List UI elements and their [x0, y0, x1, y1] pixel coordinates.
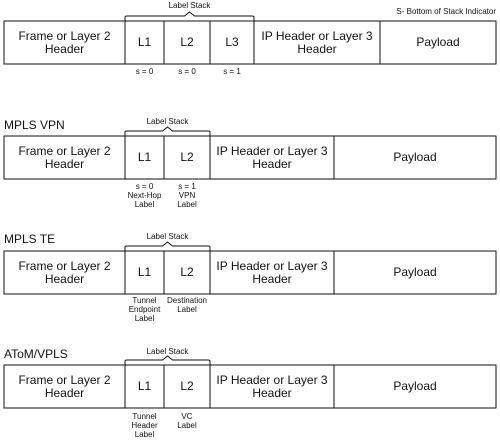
bottom-of-stack-indicator: S- Bottom of Stack Indicator [396, 7, 496, 16]
label-stack-brace-2 [124, 126, 211, 136]
row-box-1 [3, 20, 497, 65]
label-stack-title-1: Label Stack [168, 1, 211, 10]
section-title-2: MPLS VPN [4, 118, 65, 132]
bottom-note-2-1: s = 0 Next-Hop Label [127, 182, 162, 209]
bottom-note-1-1: s = 0 [135, 67, 154, 76]
label-stack-brace-1 [124, 11, 255, 21]
bottom-note-4-2: VC Label [177, 412, 197, 430]
row-box-3 [3, 250, 497, 295]
row-box-2 [3, 135, 497, 180]
bottom-note-2-2: s = 1 VPN Label [177, 182, 197, 209]
row-box-4 [3, 364, 497, 409]
label-stack-title-4: Label Stack [146, 347, 189, 356]
section-title-3: MPLS TE [4, 232, 56, 246]
bottom-note-1-2: s = 0 [178, 67, 196, 76]
label-stack-title-3: Label Stack [146, 232, 189, 241]
bottom-note-3-1: Tunnel Endpoint Label [128, 296, 161, 323]
bottom-note-4-1: Tunnel Header Label [131, 412, 158, 439]
label-stack-title-2: Label Stack [146, 117, 189, 126]
label-stack-brace-4 [124, 355, 211, 365]
label-stack-brace-3 [124, 241, 211, 251]
bottom-note-1-3: s = 1 [223, 67, 241, 76]
bottom-note-3-2: Destination Label [166, 296, 208, 314]
section-title-4: AToM/VPLS [4, 347, 68, 361]
